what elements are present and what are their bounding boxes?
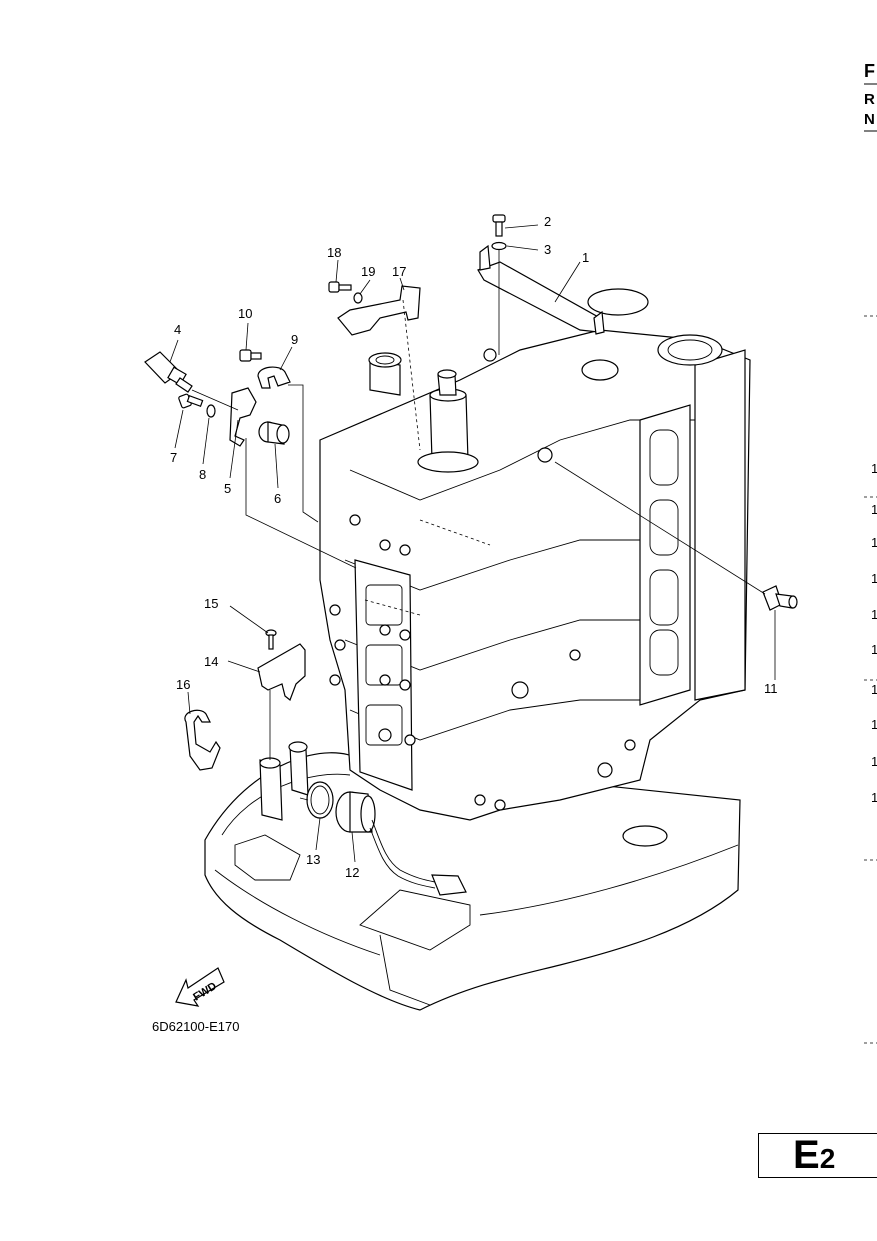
callout-8: 8: [199, 467, 206, 482]
callout-4: 4: [174, 322, 181, 337]
callout-6: 6: [274, 491, 281, 506]
part-17-plate: [337, 285, 421, 336]
callout-16: 16: [176, 677, 190, 692]
row-number: 1: [871, 642, 877, 657]
part-7-bolt: [178, 393, 204, 409]
callout-2: 2: [544, 214, 551, 229]
callout-15: 15: [204, 596, 218, 611]
page-code: E2: [793, 1131, 835, 1183]
part-11-sensor: [762, 585, 798, 611]
part-14-bracket: [257, 643, 306, 701]
diagram-code: 6D62100-E170: [152, 1019, 239, 1034]
callout-3: 3: [544, 242, 551, 257]
part-16-clip: [184, 709, 221, 771]
callout-labels: 1 2 3 4 5 6 7 8 9 10 11 12 13 14 15 16 1…: [170, 214, 778, 880]
part-19-washer: [353, 292, 363, 304]
row-number: 1: [871, 754, 877, 769]
leader-lines: [169, 224, 776, 863]
part-12-grommet-harness: [335, 791, 467, 896]
part-4-sensor: [144, 351, 193, 393]
header-letter-r: R: [864, 91, 875, 108]
header-letter-n: N: [864, 111, 875, 128]
part-6-grommet: [258, 421, 290, 445]
callout-9: 9: [291, 332, 298, 347]
page-code-letter: E: [793, 1133, 820, 1177]
part-1-stay: [477, 244, 605, 335]
row-number: 1: [871, 790, 877, 805]
callout-18: 18: [327, 245, 341, 260]
callout-11: 11: [764, 681, 778, 696]
callout-10: 10: [238, 306, 252, 321]
callout-1: 1: [582, 250, 589, 265]
part-15-screw: [265, 629, 277, 650]
part-13-oring: [306, 781, 334, 819]
header-letter-f: F: [864, 61, 875, 81]
part-2-bolt: [492, 214, 506, 237]
callout-13: 13: [306, 852, 320, 867]
right-edge-column: 1 1 1 1 1 1 1 1 1 1: [864, 315, 877, 1044]
row-number: 1: [871, 682, 877, 697]
part-10-bolt: [239, 349, 262, 362]
callout-19: 19: [361, 264, 375, 279]
callout-12: 12: [345, 865, 359, 880]
row-number: 1: [871, 717, 877, 732]
part-5-holder: [229, 387, 257, 447]
block-bosses: [329, 348, 636, 811]
row-number: 1: [871, 535, 877, 550]
part-18-bolt: [328, 281, 352, 293]
page-code-number: 2: [819, 1143, 836, 1174]
fwd-arrow-icon: FWD: [175, 967, 225, 1007]
callout-17: 17: [392, 264, 406, 279]
part-8-washer: [206, 404, 216, 418]
row-number: 1: [871, 461, 877, 476]
header-letters: F R N: [864, 61, 877, 132]
row-number: 1: [871, 607, 877, 622]
page-code-box: [758, 1133, 877, 1178]
callout-14: 14: [204, 654, 218, 669]
callout-5: 5: [224, 481, 231, 496]
row-number: 1: [871, 571, 877, 586]
part-3-washer: [491, 241, 507, 251]
part-9-clamp: [257, 366, 291, 389]
drain-boss: [622, 825, 668, 847]
engine-block: [319, 288, 751, 821]
callout-7: 7: [170, 450, 177, 465]
row-number: 1: [871, 502, 877, 517]
